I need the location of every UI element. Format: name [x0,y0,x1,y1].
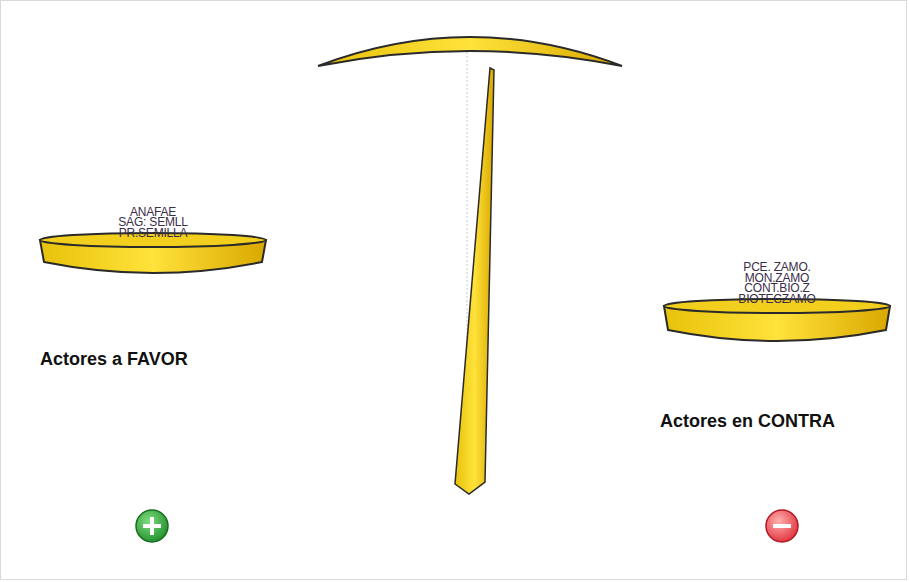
side-label: Actores en CONTRA [660,411,835,432]
scale-pan-group: PCE. ZAMO.MON.ZAMOCONT.BIO.ZBIOTECZAMO [662,238,892,348]
actor-name: ANAFAE [38,207,268,218]
actor-name: BIOTECZAMO [662,294,892,305]
actor-name: PR.SEMILLA [38,228,268,239]
plus-symbol [136,510,168,542]
scale-pan-group: ANAFAESAG: SEMLLPR.SEMILLA [38,184,268,280]
side-label: Actores a FAVOR [40,349,188,370]
scale-needle [455,68,494,494]
actor-name: MON.ZAMO [662,273,892,284]
minus-symbol [766,510,798,542]
actor-list: PCE. ZAMO.MON.ZAMOCONT.BIO.ZBIOTECZAMO [662,262,892,304]
actor-name: SAG: SEMLL [38,217,268,228]
scale-beam [318,37,622,66]
actor-name: CONT.BIO.Z [662,283,892,294]
actor-name: PCE. ZAMO. [662,262,892,273]
actor-list: ANAFAESAG: SEMLLPR.SEMILLA [38,207,268,239]
